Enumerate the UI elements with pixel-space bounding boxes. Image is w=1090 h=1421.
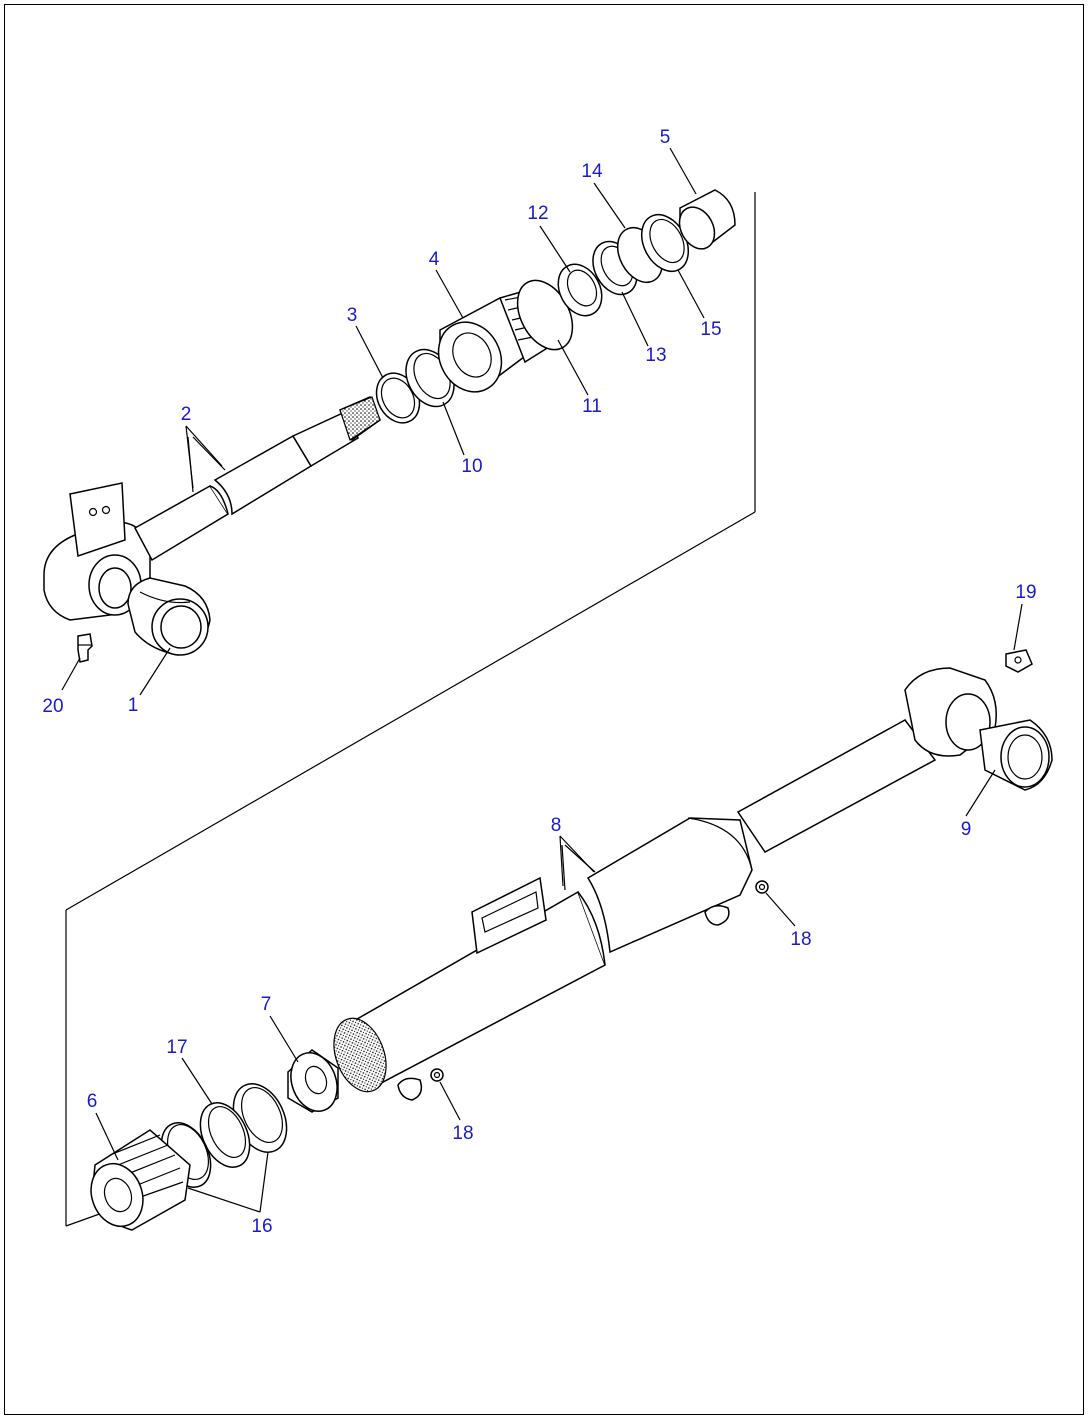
callout-2: 2 — [181, 404, 192, 425]
callout-20: 20 — [42, 696, 63, 717]
callout-17: 17 — [166, 1037, 187, 1058]
callout-9: 9 — [961, 819, 972, 840]
part-18-plug-upper — [755, 880, 769, 894]
part-2-piston-rod — [43, 396, 381, 621]
part-15-ring — [640, 213, 690, 273]
callout-12: 12 — [527, 203, 548, 224]
callout-labels: 1 2 3 4 5 6 7 8 9 10 11 12 13 14 15 16 1… — [42, 127, 1036, 1237]
callout-4: 4 — [429, 249, 440, 270]
part-17-ring — [199, 1102, 251, 1168]
callout-3: 3 — [347, 305, 358, 326]
callout-18-upper: 18 — [790, 929, 811, 950]
part-6-cylinder-head — [90, 1129, 191, 1231]
part-7-nut — [287, 1049, 339, 1113]
callout-16: 16 — [251, 1216, 272, 1237]
callout-5: 5 — [660, 127, 671, 148]
callout-14: 14 — [581, 161, 603, 182]
callout-15: 15 — [700, 319, 721, 340]
part-9-rod-end-tube — [736, 667, 997, 853]
callout-18-lower: 18 — [452, 1123, 473, 1144]
callout-13: 13 — [645, 345, 666, 366]
part-9-bushing — [979, 719, 1053, 791]
callout-19: 19 — [1015, 582, 1036, 603]
leader-lines — [61, 147, 1023, 1213]
part-1-bushing — [127, 577, 211, 656]
callout-6: 6 — [87, 1091, 98, 1112]
callout-7: 7 — [261, 994, 272, 1015]
assembly-boundary-lines — [65, 192, 756, 1227]
part-19-grease-fitting — [1005, 649, 1033, 673]
part-8-cylinder-tube — [333, 817, 753, 1101]
part-20-grease-fitting — [77, 633, 93, 663]
callout-10: 10 — [461, 456, 482, 477]
part-18-plug-lower — [430, 1068, 444, 1082]
callout-1: 1 — [128, 695, 139, 716]
part-12-ring — [557, 263, 603, 317]
callout-8: 8 — [551, 815, 562, 836]
part-5-bushing — [678, 189, 736, 250]
callout-11: 11 — [582, 396, 602, 417]
